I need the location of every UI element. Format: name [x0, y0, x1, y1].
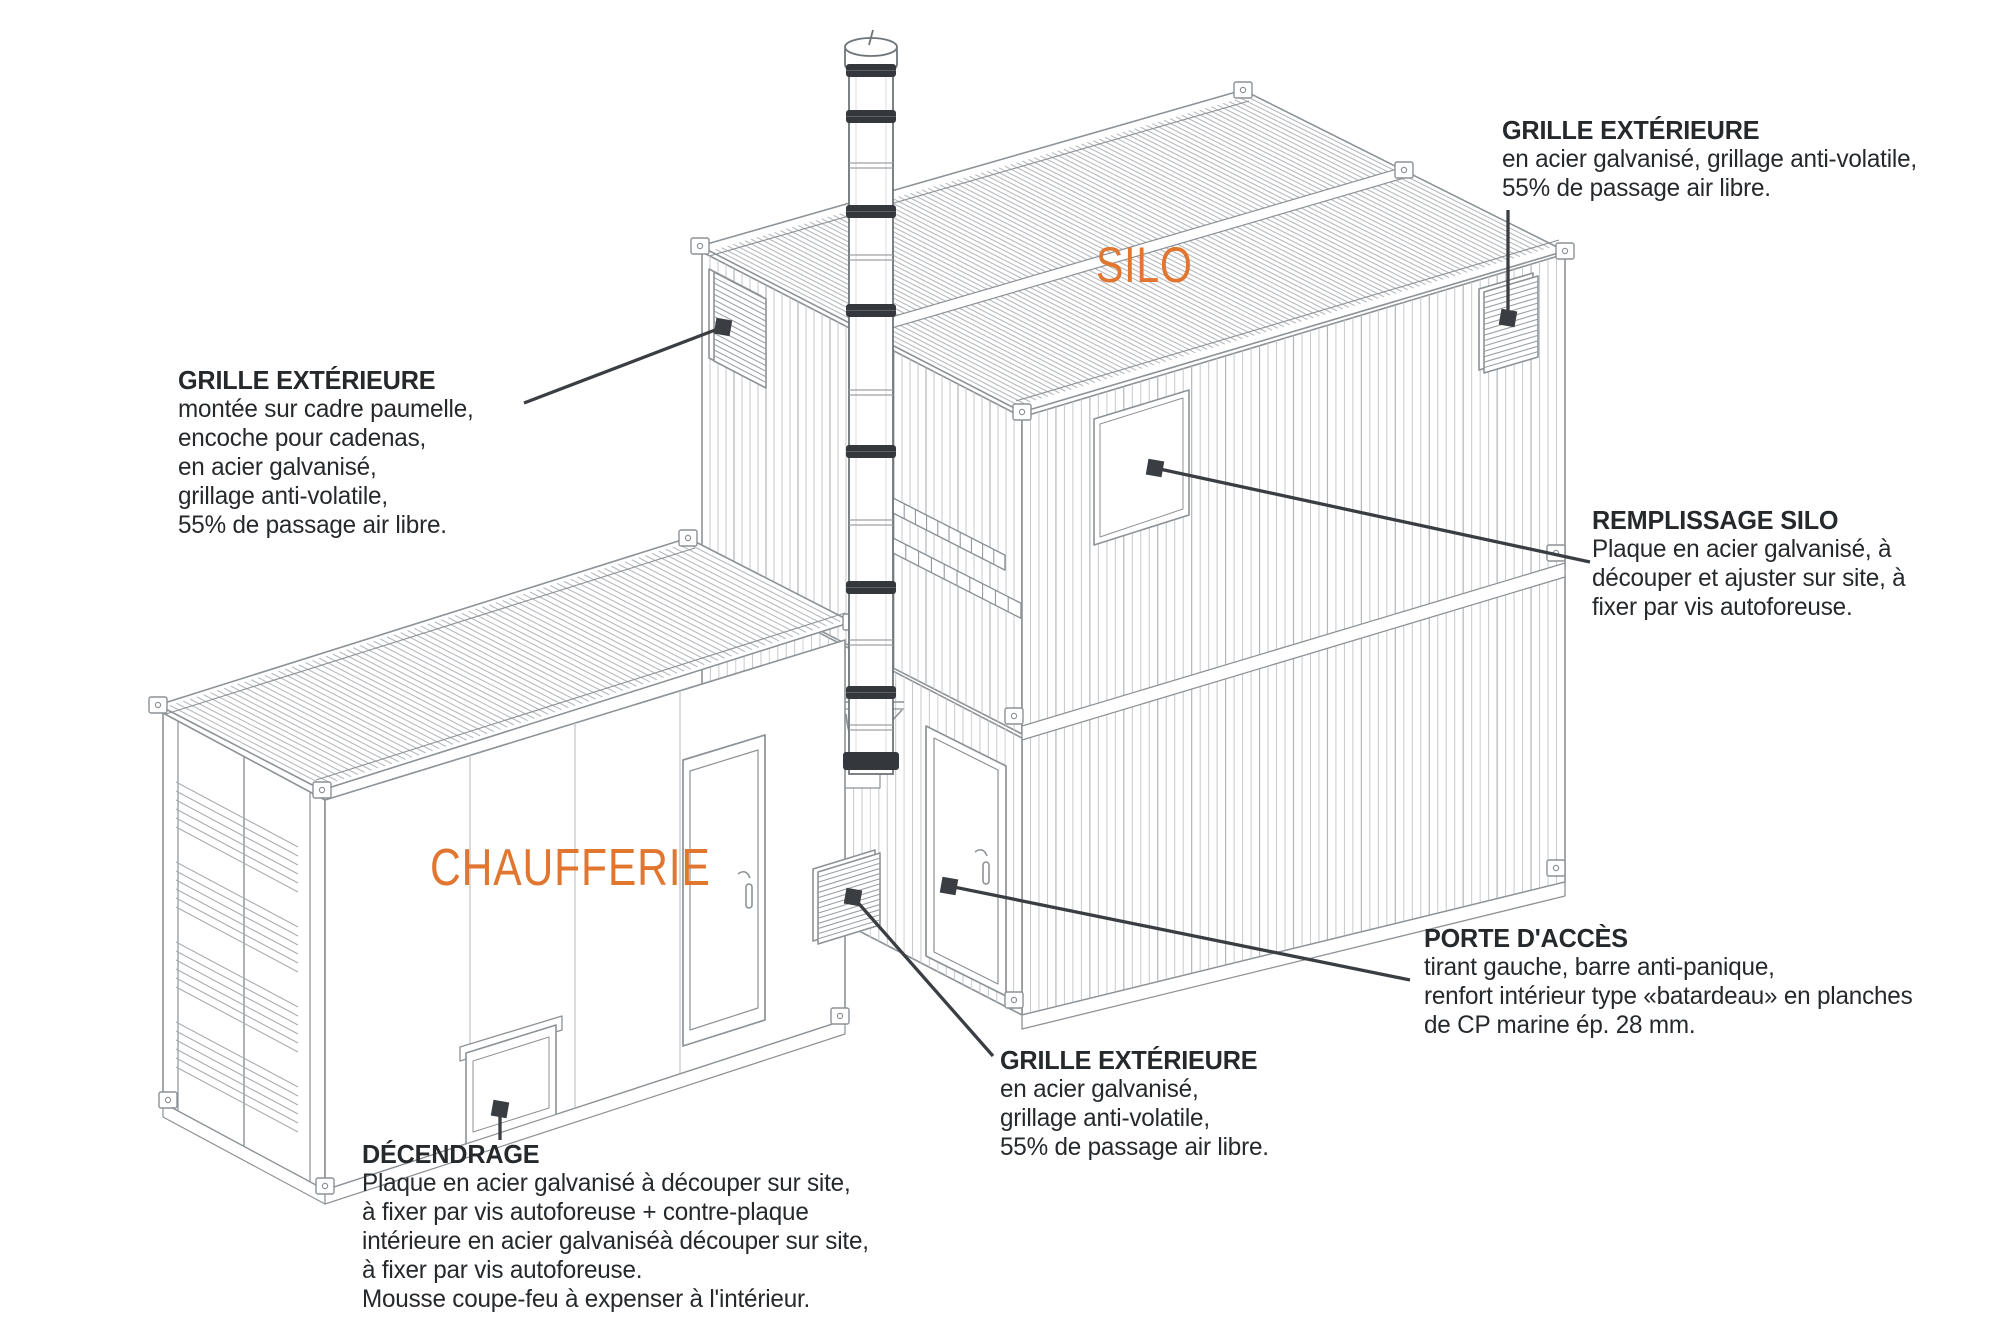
silo-label: SILO	[1096, 237, 1193, 293]
annotation-line: à fixer par vis autoforeuse + contre-pla…	[362, 1198, 809, 1226]
chaufferie-building	[148, 529, 881, 1205]
silo-fill-plate-window	[1093, 389, 1190, 546]
annotation-line: 55% de passage air libre.	[1000, 1133, 1269, 1161]
access-door	[925, 725, 1007, 997]
chaufferie-door	[682, 734, 766, 1047]
annotation-title: REMPLISSAGE SILO	[1592, 505, 1839, 535]
annotation-line: grillage anti-volatile,	[1000, 1104, 1210, 1132]
annotation-line: 55% de passage air libre.	[1502, 174, 1771, 202]
annotation-line: Mousse coupe-feu à expenser à l'intérieu…	[362, 1285, 811, 1313]
annotation-line: en acier galvanisé, grillage anti-volati…	[1502, 145, 1917, 173]
chimney-flue	[843, 29, 899, 775]
annotation-line: intérieure en acier galvaniséà découper …	[362, 1227, 869, 1255]
annotation-decendrage: DÉCENDRAGE Plaque en acier galvanisé à d…	[362, 1140, 869, 1314]
leader-lines	[490, 210, 1591, 1140]
annotation-line: encoche pour cadenas,	[178, 424, 427, 452]
grille-left-wall	[708, 268, 767, 389]
annotation-line: en acier galvanisé,	[1000, 1075, 1199, 1103]
annotation-grille-exterieure-bottom: GRILLE EXTÉRIEURE en acier galvanisé, gr…	[1000, 1046, 1269, 1162]
annotation-line: tirant gauche, barre anti-panique,	[1424, 953, 1775, 981]
annotation-grille-exterieure-top-right: GRILLE EXTÉRIEURE en acier galvanisé, gr…	[1502, 116, 1917, 203]
annotation-title: GRILLE EXTÉRIEURE	[178, 365, 436, 395]
annotation-line: à fixer par vis autoforeuse.	[362, 1256, 643, 1284]
annotation-title: PORTE D'ACCÈS	[1424, 923, 1628, 953]
annotation-line: grillage anti-volatile,	[178, 482, 388, 510]
annotation-line: en acier galvanisé,	[178, 453, 377, 481]
annotation-title: DÉCENDRAGE	[362, 1139, 540, 1169]
annotation-title: GRILLE EXTÉRIEURE	[1502, 115, 1760, 145]
annotation-line: renfort intérieur type «batardeau» en pl…	[1424, 982, 1913, 1010]
annotation-line: montée sur cadre paumelle,	[178, 395, 474, 423]
annotation-line: découper et ajuster sur site, à	[1592, 564, 1906, 592]
annotation-porte-acces: PORTE D'ACCÈS tirant gauche, barre anti-…	[1424, 924, 1913, 1040]
annotation-line: de CP marine ép. 28 mm.	[1424, 1011, 1696, 1039]
annotation-title: GRILLE EXTÉRIEURE	[1000, 1045, 1258, 1075]
annotation-line: Plaque en acier galvanisé, à	[1592, 535, 1892, 563]
annotation-grille-exterieure-left: GRILLE EXTÉRIEURE montée sur cadre paume…	[178, 366, 474, 540]
annotation-line: Plaque en acier galvanisé à découper sur…	[362, 1169, 851, 1197]
decendrage-plate	[459, 1015, 563, 1145]
annotation-line: 55% de passage air libre.	[178, 511, 447, 539]
annotation-remplissage-silo: REMPLISSAGE SILO Plaque en acier galvani…	[1592, 505, 1906, 622]
chaufferie-label: CHAUFFERIE	[430, 839, 711, 897]
annotation-line: fixer par vis autoforeuse.	[1592, 593, 1853, 621]
